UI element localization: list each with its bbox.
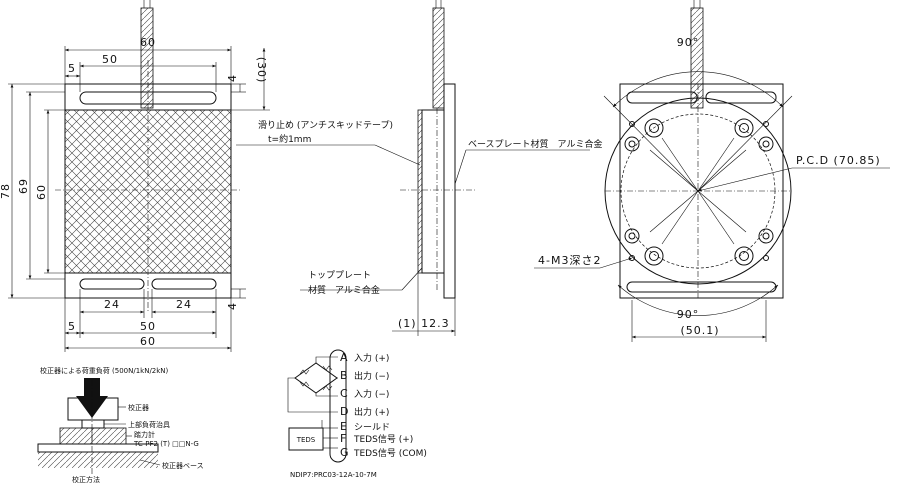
front-view: 60 50 5 4 (30) 78 69 60 24 24 4 5 50 60 xyxy=(0,0,270,352)
pin-a: A xyxy=(340,351,349,364)
top-plate xyxy=(421,109,445,274)
upper-fixture xyxy=(81,419,105,429)
mounting-bosses xyxy=(624,118,774,266)
calibration-title: 校正器による荷重負荷 (500N/1kN/2kN) xyxy=(40,366,169,375)
fixture-label: 上部負荷治具 xyxy=(128,420,170,429)
pin-c-label: 入力 (−) xyxy=(354,388,389,400)
bridge-circuit xyxy=(294,362,338,394)
dim-4-top: 4 xyxy=(226,74,239,82)
pin-c: C xyxy=(340,387,349,400)
bottom-slot-right xyxy=(151,278,217,290)
pin-e-label: シールド xyxy=(354,423,390,433)
dim-width-50-bottom: 50 xyxy=(140,320,156,333)
method-label: 校正方法 xyxy=(72,475,100,484)
wiring-diagram: TEDS A B C D E F G 入力 (+) 出力 (−) 入力 (−) … xyxy=(287,349,427,479)
load-arrow xyxy=(76,378,108,418)
dim-24-right: 24 xyxy=(176,298,192,311)
pin-f-label: TEDS信号 (+) xyxy=(353,433,413,445)
pin-d-label: 出力 (+) xyxy=(354,406,389,418)
rear-view: 90° 90° P.C.D (70.85) 4-M3深さ2 (50.1) xyxy=(534,0,890,342)
dim-height-78: 78 xyxy=(0,183,12,199)
threaded-rod xyxy=(140,7,154,109)
pcd-label: P.C.D (70.85) xyxy=(796,154,881,167)
angle-top: 90° xyxy=(677,36,700,49)
pin-e: E xyxy=(340,420,348,433)
dim-24-left: 24 xyxy=(104,298,120,311)
calibrator-label: 校正器 xyxy=(128,403,149,412)
rear-slot-left xyxy=(626,91,698,104)
load-cell-label: 踏力計 xyxy=(134,430,155,439)
callout-base-plate: ベースプレート材質 アルミ合金 xyxy=(468,138,602,150)
teds-label: TEDS xyxy=(296,436,316,444)
dim-4-bottom: 4 xyxy=(226,302,239,310)
base-plate xyxy=(443,83,456,299)
pin-d: D xyxy=(340,405,349,418)
angle-bottom: 90° xyxy=(677,308,700,321)
pin-f: F xyxy=(340,432,347,445)
dim-thickness: (1) 12.3 xyxy=(398,317,450,330)
callout-anti-skid-thickness: t=約1mm xyxy=(268,133,311,145)
dim-5-top: 5 xyxy=(68,62,76,75)
calibration-sketch: 校正器による荷重負荷 (500N/1kN/2kN) 校正器 上部負荷治具 踏力計… xyxy=(37,366,204,484)
callout-top-plate: トッププレート xyxy=(308,270,371,281)
pin-list: A B C D E F G 入力 (+) 出力 (−) 入力 (−) 出力 (+… xyxy=(340,351,427,459)
rear-slot-right xyxy=(705,91,777,104)
dim-width-60-top: 60 xyxy=(140,36,156,49)
pin-b: B xyxy=(340,369,349,382)
anti-skid-tape xyxy=(417,109,423,274)
holes-label: 4-M3深さ2 xyxy=(538,254,601,267)
callout-anti-skid: 滑り止め (アンチスキッドテープ) xyxy=(258,119,393,131)
dim-width-60-bottom: 60 xyxy=(140,335,156,348)
connector-outline xyxy=(329,349,347,463)
pin-g: G xyxy=(340,446,350,459)
teds-box xyxy=(288,427,324,451)
dim-height-60: 60 xyxy=(35,184,48,200)
base-label: 校正器ベース xyxy=(162,461,204,470)
pin-g-label: TEDS信号 (COM) xyxy=(353,447,427,459)
rear-width-label: (50.1) xyxy=(680,324,719,337)
load-cell xyxy=(59,427,127,445)
rear-threaded-rod xyxy=(690,7,704,109)
pin-b-label: 出力 (−) xyxy=(354,370,389,382)
side-threaded-rod xyxy=(432,7,445,109)
dim-width-50-top: 50 xyxy=(102,53,118,66)
side-view: 滑り止め (アンチスキッドテープ) t=約1mm ベースプレート材質 アルミ合金… xyxy=(236,0,602,336)
dim-height-69: 69 xyxy=(17,178,30,194)
bottom-slot-left xyxy=(79,278,145,290)
model-label: TC-PF2 (T) □□N-G xyxy=(133,440,199,448)
pin-a-label: 入力 (+) xyxy=(354,352,389,364)
callout-top-plate-material: 材質 アルミ合金 xyxy=(308,284,380,296)
dim-30: (30) xyxy=(255,57,268,84)
connector-model: NDIP7:PRC03-12A-10-7M xyxy=(290,471,377,479)
dim-5-bottom: 5 xyxy=(68,320,76,333)
